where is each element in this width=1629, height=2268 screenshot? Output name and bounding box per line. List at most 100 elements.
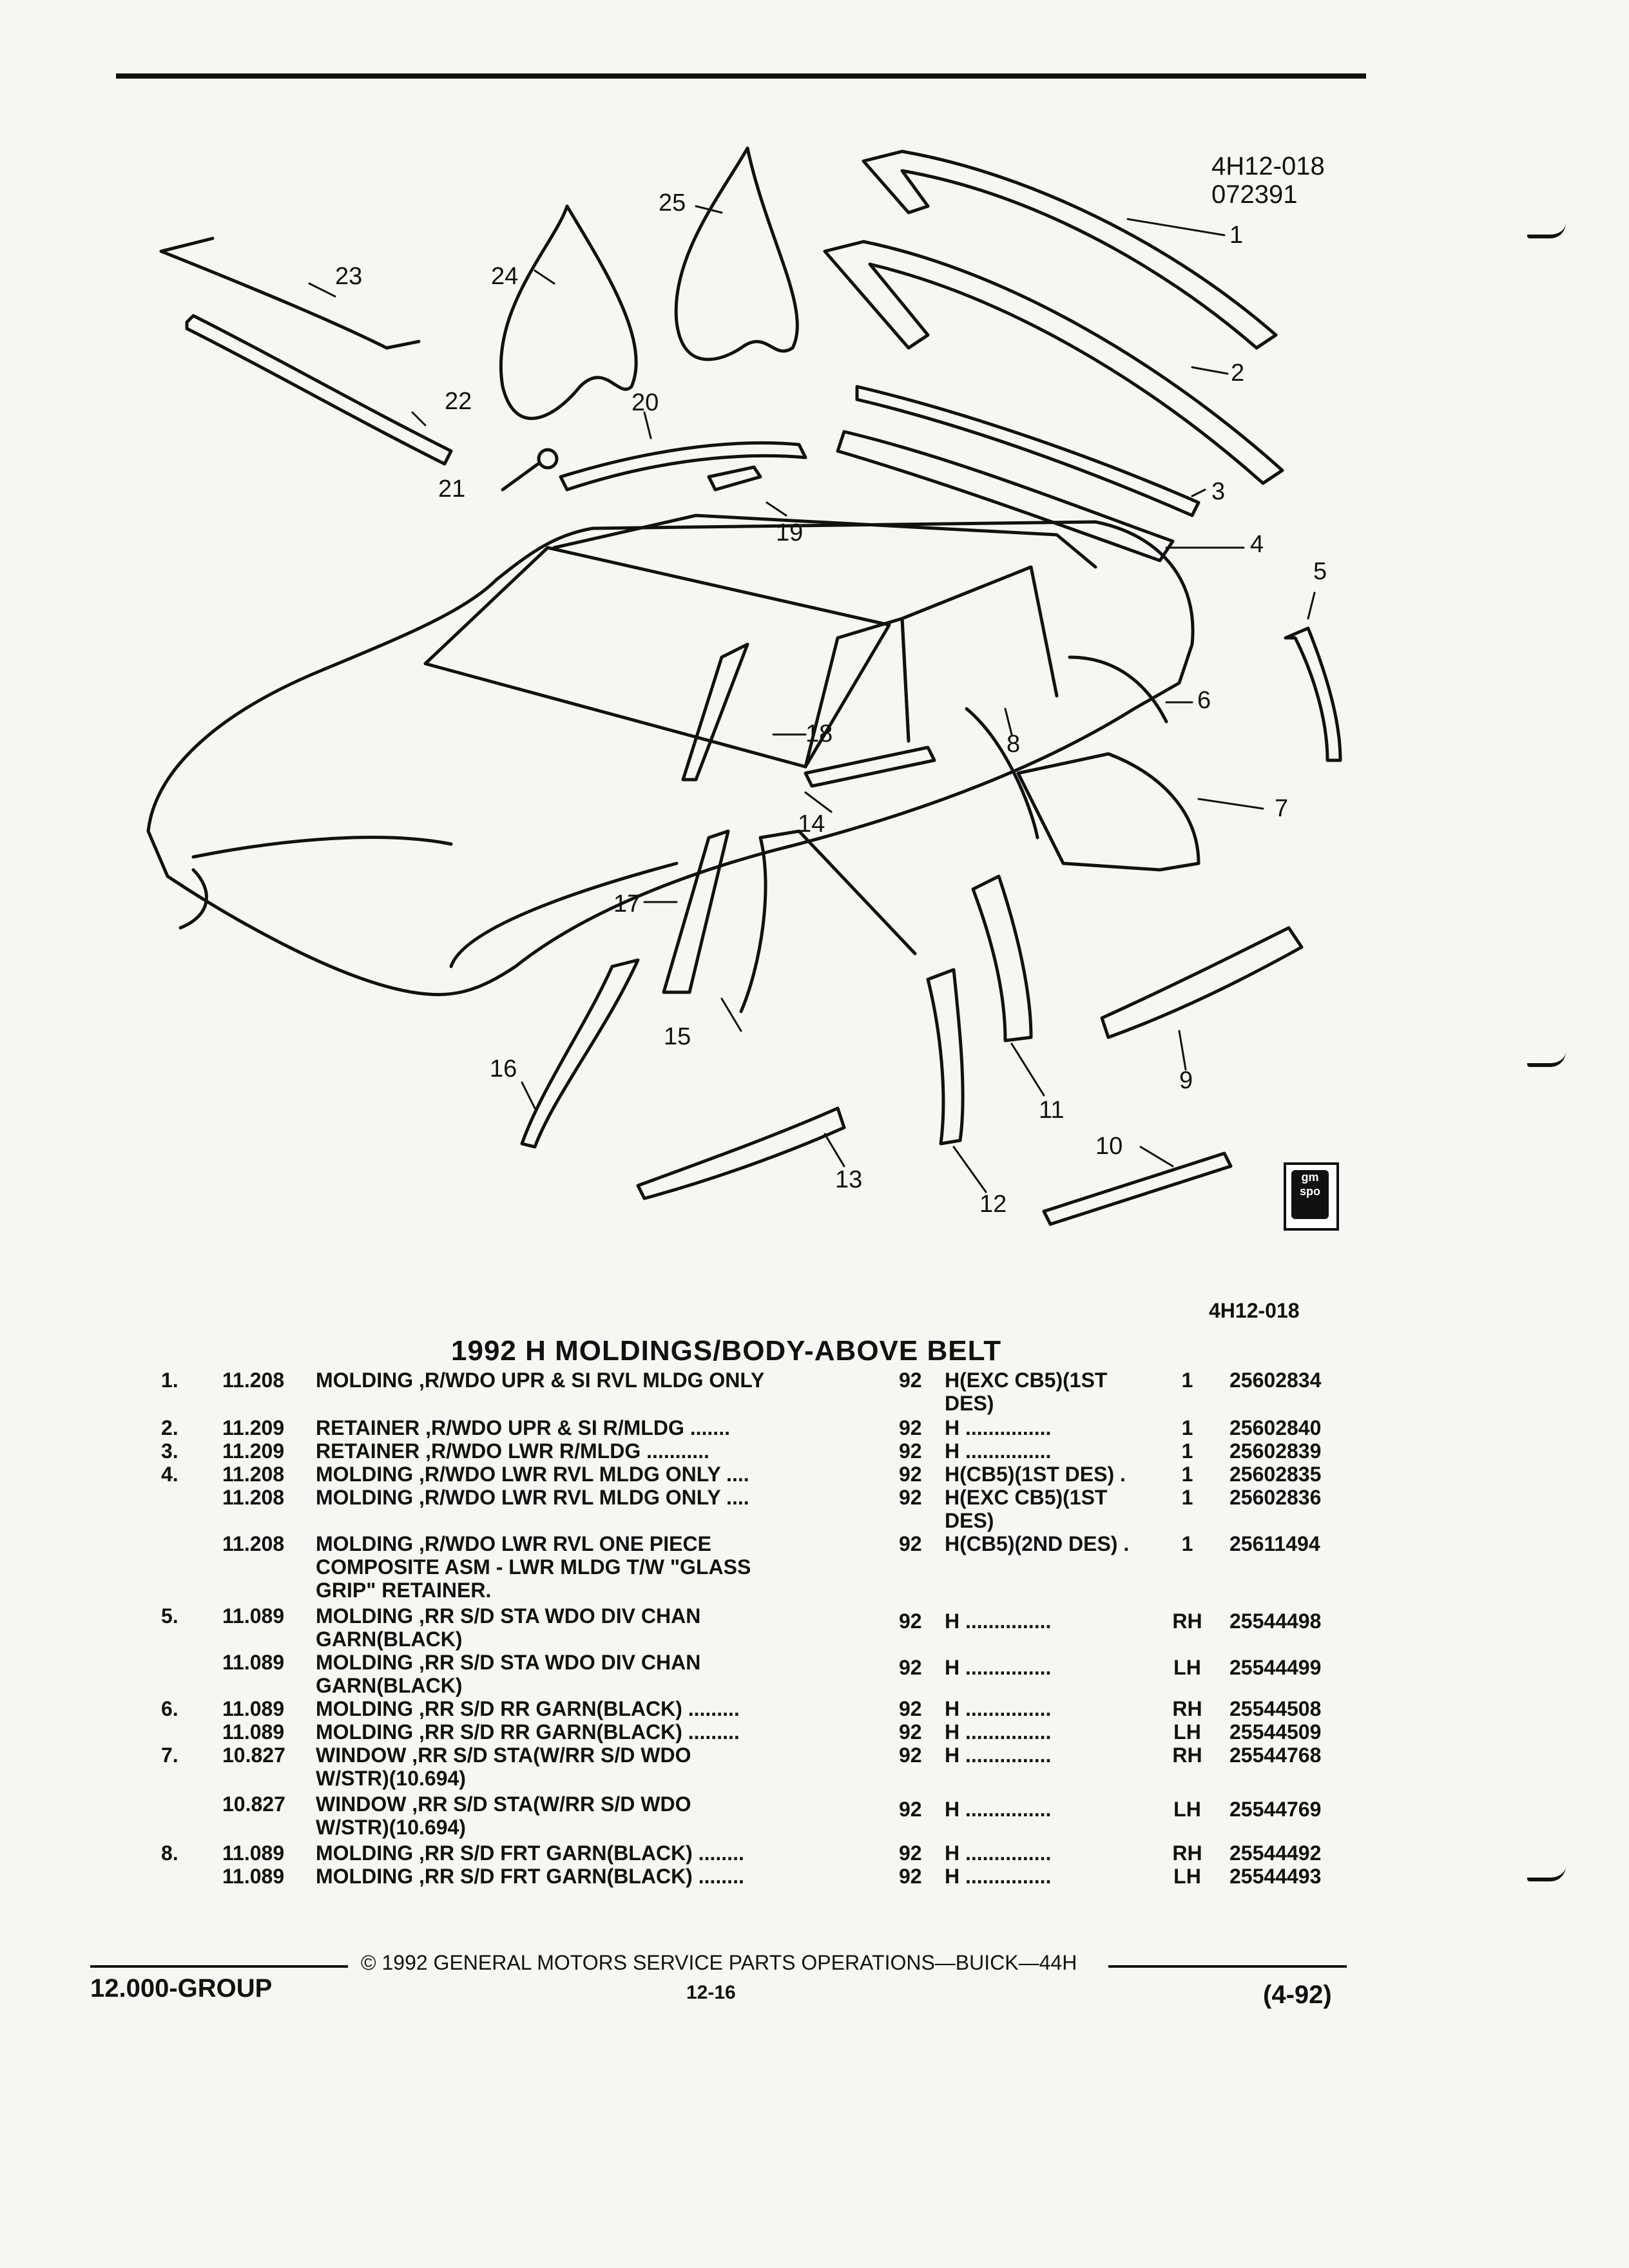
group-number: 11.208 [222,1486,285,1509]
model-year: 92 [899,1798,922,1821]
callout-9: 9 [1179,1067,1193,1094]
group-number: 11.089 [222,1841,285,1865]
drawing-id: 4H12-018 [1211,152,1325,180]
item-number: 7. [161,1744,178,1767]
quantity: 1 [1181,1463,1193,1486]
part-description: MOLDING ,RR S/D FRT GARN(BLACK) ........ [316,1865,744,1888]
quantity: RH [1172,1697,1202,1720]
part-description: MOLDING ,R/WDO LWR RVL ONE PIECE COMPOSI… [316,1532,751,1602]
model-code: H(CB5)(1ST DES) . [945,1463,1126,1486]
footer-rule-left [90,1965,348,1968]
group-number: 11.089 [222,1604,285,1628]
part-number: 25602835 [1229,1463,1322,1486]
part-1-shape [862,149,1278,350]
part-description: MOLDING ,RR S/D STA WDO DIV CHAN GARN(BL… [316,1651,701,1697]
group-number: 11.089 [222,1651,285,1674]
group-number: 10.827 [222,1744,285,1767]
figure-code: 4H12-018 [1209,1299,1300,1322]
exploded-parts-diagram [146,146,1342,1226]
callout-2: 2 [1231,360,1245,387]
callout-13: 13 [835,1166,863,1193]
model-code: H ............... [945,1697,1052,1720]
part-23-shape [159,236,421,350]
model-year: 92 [899,1532,922,1555]
parts-row: 6. 11.089 MOLDING ,RR S/D RR GARN(BLACK)… [0,1697,1629,1720]
model-year: 92 [899,1463,922,1486]
group-number: 11.209 [222,1416,285,1439]
car-body-outline [146,514,1195,997]
part-11-shape [971,874,1033,1043]
part-description: MOLDING ,RR S/D RR GARN(BLACK) ......... [316,1697,740,1720]
item-number: 6. [161,1697,178,1720]
part-8-shape [965,707,1039,840]
parts-row: 7. 10.827 WINDOW ,RR S/D STA(W/RR S/D WD… [0,1744,1629,1792]
binder-mark [1527,1866,1566,1881]
part-5-shape [1284,626,1342,762]
model-year: 92 [899,1369,922,1392]
item-number: 2. [161,1416,178,1439]
item-number: 4. [161,1463,178,1486]
model-year: 92 [899,1697,922,1720]
callout-16: 16 [490,1055,517,1082]
item-number: 3. [161,1439,178,1463]
part-number: 25544769 [1229,1798,1322,1821]
model-year: 92 [899,1416,922,1439]
parts-row: 2. 11.209 RETAINER ,R/WDO UPR & SI R/MLD… [0,1416,1629,1439]
footer-copyright: © 1992 GENERAL MOTORS SERVICE PARTS OPER… [361,1951,1077,1974]
part-21-shape [537,448,559,470]
parts-row: 11.089 MOLDING ,RR S/D RR GARN(BLACK) ..… [0,1720,1629,1744]
model-year: 92 [899,1439,922,1463]
model-year: 92 [899,1486,922,1509]
callout-1: 1 [1229,222,1244,249]
callout-23: 23 [335,263,363,290]
group-number: 10.827 [222,1792,285,1816]
part-description: MOLDING ,RR S/D FRT GARN(BLACK) ........ [316,1841,744,1865]
part-number: 25602839 [1229,1439,1322,1463]
model-code: H ............... [945,1865,1052,1888]
part-description: WINDOW ,RR S/D STA(W/RR S/D WDO W/STR)(1… [316,1744,691,1790]
callout-15: 15 [664,1023,691,1050]
quantity: LH [1173,1798,1201,1821]
part-description: MOLDING ,R/WDO LWR RVL MLDG ONLY .... [316,1486,749,1509]
callout-6: 6 [1197,687,1211,714]
footer-page-number: 12-16 [686,1982,736,2003]
model-code: H(EXC CB5)(1ST DES) [945,1369,1108,1415]
item-number: 8. [161,1841,178,1865]
part-17-shape [662,829,730,994]
parts-row: 11.208 MOLDING ,R/WDO LWR RVL MLDG ONLY … [0,1486,1629,1532]
group-number: 11.089 [222,1697,285,1720]
model-code: H ............... [945,1720,1052,1744]
part-7-shape [1016,752,1200,872]
callout-14: 14 [798,811,825,838]
callout-8: 8 [1007,731,1021,758]
parts-row: 11.089 MOLDING ,RR S/D STA WDO DIV CHAN … [0,1651,1629,1697]
parts-list: 1. 11.208 MOLDING ,R/WDO UPR & SI RVL ML… [0,1369,1629,1888]
part-25-shape [674,146,799,361]
drawing-date: 072391 [1211,180,1298,209]
part-24-shape [499,204,638,420]
part-14-shape [804,745,936,788]
parts-row: 10.827 WINDOW ,RR S/D STA(W/RR S/D WDO W… [0,1792,1629,1841]
quantity: LH [1173,1656,1201,1679]
group-number: 11.209 [222,1439,285,1463]
quantity: RH [1172,1610,1202,1633]
part-description: RETAINER ,R/WDO UPR & SI R/MLDG ....... [316,1416,730,1439]
model-code: H ............... [945,1656,1052,1679]
model-year: 92 [899,1656,922,1679]
quantity: RH [1172,1744,1202,1767]
part-13-shape [636,1106,846,1200]
callout-4: 4 [1250,531,1264,558]
model-code: H ............... [945,1744,1052,1767]
callout-24: 24 [491,263,519,290]
part-6-shape [1068,655,1168,724]
callout-12: 12 [979,1191,1007,1218]
callout-20: 20 [631,389,659,416]
quantity: LH [1173,1865,1201,1888]
parts-row: 4. 11.208 MOLDING ,R/WDO LWR RVL MLDG ON… [0,1463,1629,1486]
binder-mark [1527,1052,1566,1067]
model-code: H(EXC CB5)(1ST DES) [945,1486,1108,1532]
part-number: 25602834 [1229,1369,1322,1392]
part-number: 25602840 [1229,1416,1322,1439]
model-code: H ............... [945,1439,1052,1463]
part-description: MOLDING ,R/WDO LWR RVL MLDG ONLY .... [316,1463,749,1486]
